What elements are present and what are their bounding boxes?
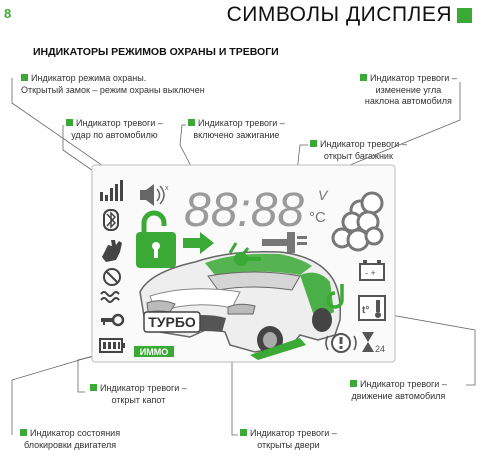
- callout-tilt: Индикатор тревоги – изменение угла накло…: [360, 73, 457, 108]
- turbo-label: ТУРБО: [148, 314, 196, 330]
- immo-label: ИММО: [140, 347, 168, 357]
- svg-text:x: x: [165, 185, 169, 192]
- bullet-square-icon: [21, 74, 28, 81]
- callout-hood: Индикатор тревоги – открыт капот: [90, 383, 187, 406]
- callout-trunk: Индикатор тревоги – открыт багажник: [310, 139, 407, 162]
- bullet-square-icon: [90, 384, 97, 391]
- siren-icon: x: [140, 184, 169, 206]
- bullet-square-icon: [188, 119, 195, 126]
- exhaust-cloud-icon: [331, 191, 384, 252]
- bullet-square-icon: [240, 429, 247, 436]
- turbo-badge: [143, 311, 201, 333]
- callout-guard-mode: Индикатор режима охраны. Открытый замок …: [21, 73, 205, 95]
- heater-waves-icon: [100, 291, 120, 303]
- svg-text:- +: - +: [365, 268, 376, 278]
- battery-warning-icon: - +: [359, 260, 385, 281]
- arrow-right-icon: [183, 232, 214, 254]
- key-icon: [101, 313, 125, 327]
- bullet-square-icon: [350, 380, 357, 387]
- service-tool-icon: [262, 232, 307, 253]
- immo-badge: [134, 346, 174, 357]
- timer-label: 24: [375, 344, 385, 354]
- right-icon-column: - + t° 24: [325, 260, 386, 354]
- unit-celsius: °C: [309, 209, 326, 226]
- battery-icon: [99, 338, 125, 353]
- callout-doors: Индикатор тревоги – открыты двери: [240, 428, 337, 451]
- callout-engine-block: Индикатор состояния блокировки двигателя: [20, 428, 120, 451]
- bluetooth-icon: [103, 209, 119, 231]
- callout-impact: Индикатор тревоги – удар по автомобилю: [66, 118, 163, 141]
- section-title: ИНДИКАТОРЫ РЕЖИМОВ ОХРАНЫ И ТРЕВОГИ: [33, 46, 279, 58]
- header-square-icon: [457, 8, 472, 23]
- thermometer-icon: t°: [358, 295, 386, 321]
- hand-icon: [102, 240, 122, 262]
- car-key-icon: [234, 252, 261, 266]
- alert-circle-icon: [325, 333, 357, 353]
- signal-icon: [100, 180, 123, 201]
- bullet-square-icon: [20, 429, 27, 436]
- bullet-square-icon: [66, 119, 73, 126]
- bullet-square-icon: [310, 140, 317, 147]
- timer-24-icon: 24: [362, 332, 385, 354]
- callout-movement: Индикатор тревоги – движение автомобиля: [350, 379, 447, 401]
- bullet-square-icon: [360, 74, 367, 81]
- page-title: СИМВОЛЫ ДИСПЛЕЯ: [226, 3, 452, 26]
- unit-volt: V: [318, 187, 329, 203]
- callout-ignition: Индикатор тревоги – включено зажигание: [188, 118, 285, 141]
- left-icon-column: [99, 180, 125, 353]
- no-touch-icon: [103, 268, 121, 286]
- clock-digits: 88:88: [184, 184, 304, 237]
- tow-hook-icon: [326, 284, 344, 309]
- page-number: 8: [4, 6, 12, 21]
- thermo-label: t°: [362, 305, 369, 316]
- lock-open-icon: [136, 210, 176, 268]
